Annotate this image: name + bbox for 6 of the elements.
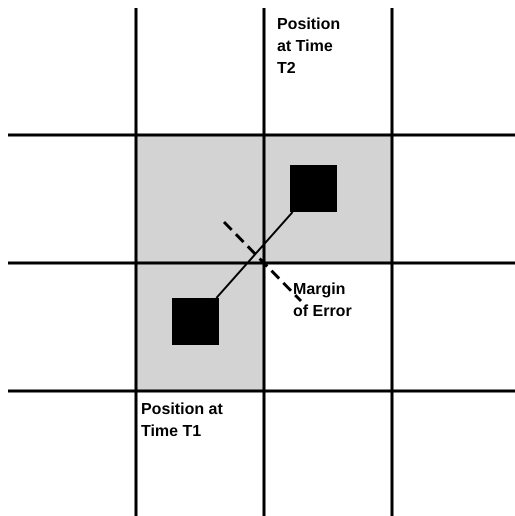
connector-line [216, 211, 294, 299]
grid-label: Position at Time T1 [141, 400, 224, 442]
grid-label: Margin of Error [293, 280, 353, 322]
grid-label: Position at Time T2 [277, 15, 342, 79]
position-square [172, 298, 219, 345]
position-square [290, 165, 337, 212]
